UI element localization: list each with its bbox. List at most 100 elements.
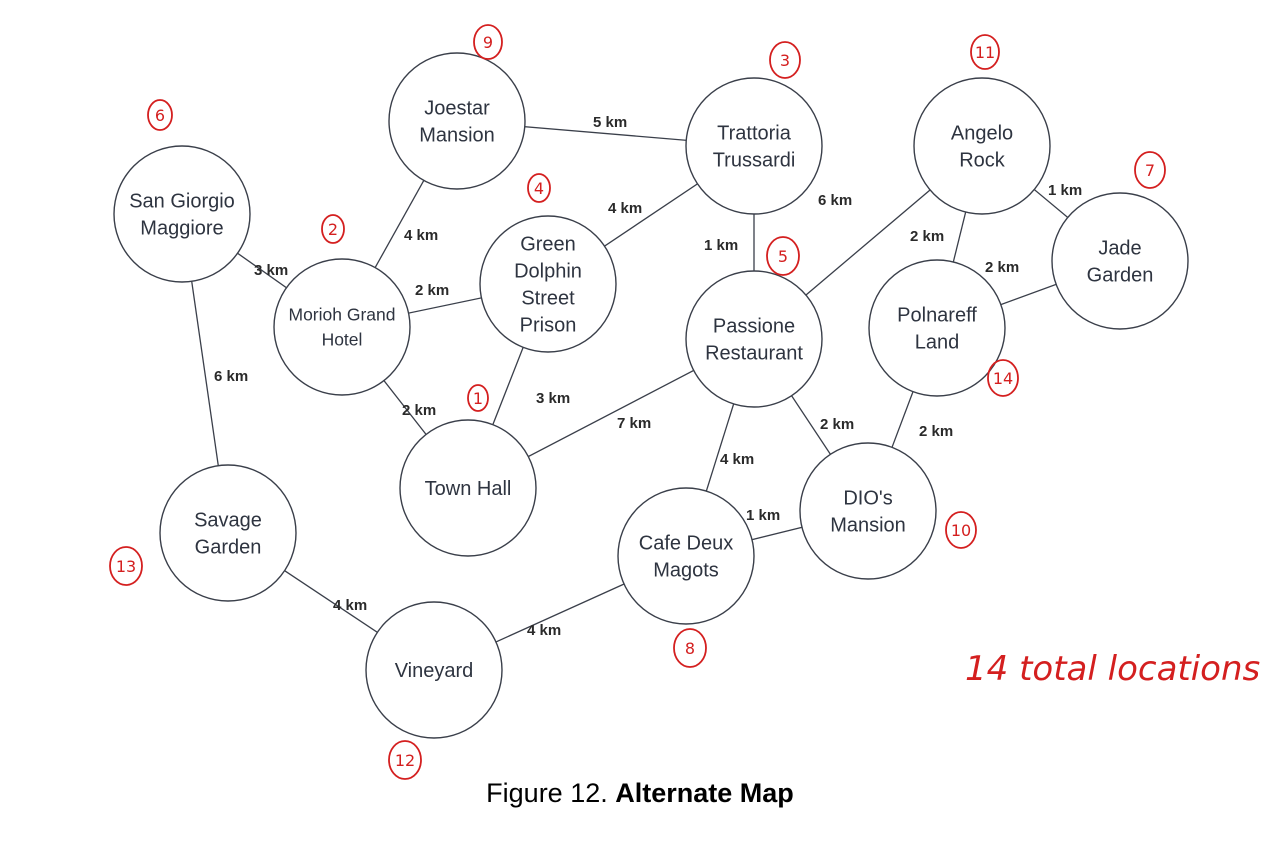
edge-label-passione-townhall: 7 km — [617, 415, 651, 432]
edge-label-sangiorgio-morioh: 3 km — [254, 262, 288, 279]
annotation-badge-joestar: 9 — [473, 24, 503, 60]
location-label: Mansion — [419, 125, 495, 147]
location-label: Passione — [713, 316, 795, 338]
annotation-number: 8 — [685, 639, 695, 658]
edge-label-angelo-polnareff: 2 km — [910, 228, 944, 245]
annotation-badge-townhall: 1 — [467, 384, 489, 412]
annotation-badge-cafe: 8 — [673, 628, 707, 668]
annotation-badge-dio: 10 — [945, 511, 977, 549]
annotation-number: 4 — [534, 179, 544, 198]
annotation-circle — [673, 628, 707, 668]
location-circle — [685, 77, 823, 215]
annotation-number: 6 — [155, 106, 165, 125]
location-circle — [617, 487, 755, 625]
location-circle — [388, 52, 526, 190]
location-label: Savage — [194, 510, 262, 532]
annotation-badge-angelo: 11 — [970, 34, 1000, 70]
location-label: DIO's — [843, 488, 892, 510]
edge-label-angelo-jade: 1 km — [1048, 182, 1082, 199]
location-circle — [479, 215, 617, 353]
location-label: Trussardi — [713, 150, 796, 172]
annotation-badge-greendolphin: 4 — [527, 173, 551, 203]
edge-label-morioh-greendolphin: 2 km — [415, 282, 449, 299]
location-circle — [365, 601, 503, 739]
annotation-badge-vineyard: 12 — [388, 740, 422, 780]
location-label: San Giorgio — [129, 191, 235, 213]
annotation-circle — [769, 41, 801, 79]
figure-caption: Figure 12. Alternate Map — [0, 778, 1280, 809]
location-label: Cafe Deux — [639, 533, 734, 555]
annotation-circle — [987, 359, 1019, 397]
annotation-circle — [1134, 151, 1166, 189]
location-label: Restaurant — [705, 343, 803, 365]
annotation-number: 9 — [483, 33, 493, 52]
location-label: Joestar — [424, 98, 490, 120]
annotation-number: 7 — [1145, 161, 1155, 180]
location-label: Maggiore — [140, 218, 223, 240]
location-label: Jade — [1098, 238, 1141, 260]
edge-label-trattoria-greendolphin: 4 km — [608, 200, 642, 217]
annotation-badge-passione: 5 — [766, 236, 800, 276]
annotation-number: 11 — [975, 43, 995, 62]
location-label: Street — [521, 288, 575, 310]
annotation-badge-trattoria: 3 — [769, 41, 801, 79]
annotation-number: 1 — [473, 389, 483, 408]
annotation-badge-jade: 7 — [1134, 151, 1166, 189]
location-circle — [159, 464, 297, 602]
location-label: Prison — [520, 315, 577, 337]
edge-label-morioh-townhall: 2 km — [402, 402, 436, 419]
annotation-number: 5 — [778, 247, 788, 266]
edge-label-cafe-dio: 1 km — [746, 507, 780, 524]
annotation-circle — [109, 546, 143, 586]
caption-prefix: Figure 12. — [486, 778, 608, 808]
annotation-badge-polnareff: 14 — [987, 359, 1019, 397]
annotation-badge-morioh: 2 — [321, 214, 345, 244]
edge-label-polnareff-dio: 2 km — [919, 423, 953, 440]
annotation-circle — [467, 384, 489, 412]
location-label: Garden — [195, 537, 262, 559]
location-label: Mansion — [830, 515, 906, 537]
location-label: Vineyard — [395, 660, 474, 682]
location-node-vineyard: Vineyard — [365, 601, 503, 739]
annotation-circle — [473, 24, 503, 60]
location-label: Hotel — [322, 330, 363, 350]
location-label: Morioh Grand — [289, 305, 396, 325]
edge-label-passione-cafe: 4 km — [720, 451, 754, 468]
annotation-circle — [766, 236, 800, 276]
location-circle — [273, 258, 411, 396]
location-label: Rock — [959, 150, 1006, 172]
location-label: Polnareff — [897, 305, 977, 327]
location-label: Dolphin — [514, 261, 582, 283]
location-circle — [913, 77, 1051, 215]
annotation-circle — [388, 740, 422, 780]
edge-label-joestar-morioh: 4 km — [404, 227, 438, 244]
edge-label-passione-dio: 2 km — [820, 416, 854, 433]
annotation-badge-sangiorgio: 6 — [147, 99, 173, 131]
annotation-circle — [527, 173, 551, 203]
location-circle — [113, 145, 251, 283]
caption-title: Alternate Map — [615, 778, 794, 808]
annotation-number: 3 — [780, 51, 790, 70]
location-label: Green — [520, 234, 576, 256]
annotation-circle — [970, 34, 1000, 70]
edge-label-jade-polnareff: 2 km — [985, 259, 1019, 276]
edge-label-angelo-passione: 6 km — [818, 192, 852, 209]
location-label: Town Hall — [425, 478, 512, 500]
location-circle — [685, 270, 823, 408]
location-label: Land — [915, 332, 960, 354]
annotation-number: 14 — [993, 369, 1013, 388]
